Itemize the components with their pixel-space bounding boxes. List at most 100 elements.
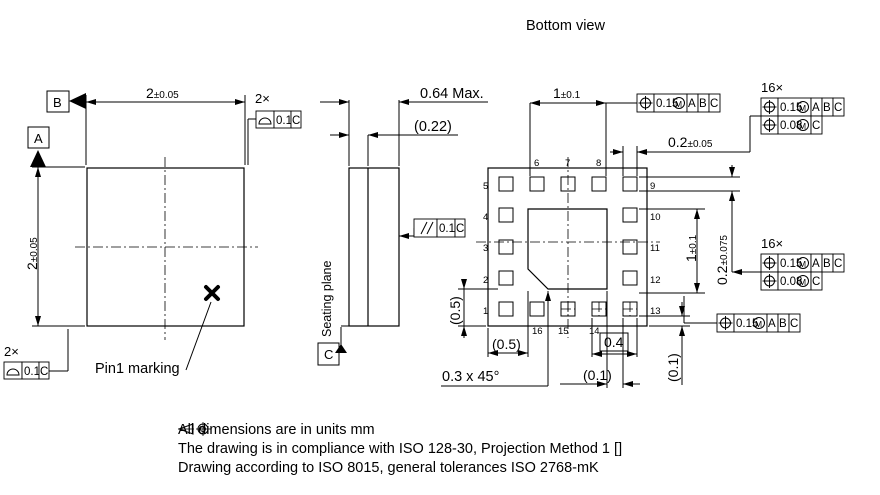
position-icon (638, 96, 653, 110)
svg-text:M: M (799, 277, 806, 287)
datum-ref: C (812, 276, 820, 288)
datum-ref: B (823, 102, 831, 114)
profile-surface-icon (6, 368, 20, 376)
pin-number: 7 (565, 158, 570, 169)
svg-text:M: M (799, 103, 806, 113)
ref-thickness-label: (0.22) (414, 119, 452, 135)
note-tolerances: Drawing according to ISO 8015, general t… (178, 460, 599, 476)
datum-ref: A (688, 98, 696, 110)
top-view: Pin1 marking B 2±0.05 2× 0.1 C A 2±0.05 … (3, 85, 302, 380)
pin-number: 10 (650, 212, 661, 223)
datum-ref: C (812, 120, 820, 132)
fcf-upper-row2-value: 0.08 (780, 120, 802, 132)
package-outline-side (348, 167, 400, 327)
basic-dim-box (599, 332, 629, 352)
dim-bottom-left: (0.5) (492, 336, 521, 352)
pitch-top-dimension: 1±0.1 (553, 85, 581, 101)
dim-bottom-mid: (0.1) (583, 367, 612, 383)
exposed-pad (527, 208, 608, 290)
pin-number: 11 (650, 243, 660, 254)
svg-text:M: M (799, 259, 806, 269)
dim-left-vertical: (0.5) (447, 296, 463, 325)
count-bottom-label: 2× (4, 344, 19, 359)
flatness-value-bottom: 0.1 (24, 366, 40, 378)
pin-number: 2 (483, 275, 488, 286)
pos-tol-bottom-value: 0.15 (736, 318, 758, 330)
datum-ref: A (768, 318, 776, 330)
pin-numbers: 1 2 3 4 5 6 7 8 9 10 11 12 13 14 15 16 (483, 158, 661, 337)
flatness-datum-bottom: C (40, 366, 48, 378)
projection-method-icon (178, 422, 211, 436)
drawing-notes: All dimensions are in units mm The drawi… (178, 421, 622, 478)
pad (622, 207, 638, 223)
pad (591, 176, 607, 192)
mmc-symbol: M (675, 99, 682, 109)
pin1-label: Pin1 marking (95, 361, 180, 377)
dim-pitch-box: 0.4 (604, 334, 624, 350)
seating-plane-label: Seating plane (320, 260, 334, 337)
pin-number: 16 (532, 326, 543, 337)
fcf-lower-row1-value: 0.15 (780, 258, 802, 270)
count-16-lower: 16× (761, 236, 783, 251)
datum-a-box (27, 126, 50, 149)
pin1-marker-icon (204, 285, 220, 301)
pin-number: 13 (650, 306, 661, 317)
datum-a-letter: A (34, 131, 43, 146)
parallelism-value: 0.1 (439, 223, 455, 235)
note-projection: The drawing is in compliance with ISO 12… (178, 422, 622, 459)
pin-number: 1 (483, 306, 488, 317)
datum-ref: B (823, 258, 831, 270)
view-title: Bottom view (526, 18, 605, 34)
fcf-upper-row1-value: 0.15 (780, 102, 802, 114)
pos-tol-top-value: 0.15 (656, 98, 678, 110)
flatness-datum-top: C (292, 115, 300, 127)
datum-b-box (46, 90, 70, 113)
parallelism-icon (420, 221, 434, 235)
dim-bottom-right-vertical: (0.1) (665, 353, 681, 382)
pad (622, 239, 638, 255)
datum-ref: C (834, 102, 842, 114)
pad (560, 176, 576, 192)
package-outline-bottom (487, 167, 648, 327)
side-view: 0.64 Max. (0.22) 0.1 C C Seating plane (317, 86, 488, 366)
pin-number: 8 (596, 158, 601, 169)
fcf-lower-row2-value: 0.08 (780, 276, 802, 288)
flatness-value-top: 0.1 (276, 115, 292, 127)
datum-a-triangle (30, 150, 46, 167)
parallelism-datum: C (456, 223, 464, 235)
pad (622, 270, 638, 286)
pin-number: 12 (650, 275, 661, 286)
datum-ref: C (834, 258, 842, 270)
max-height-label: 0.64 Max. (420, 86, 484, 102)
pad (529, 301, 545, 317)
pad (529, 176, 545, 192)
count-top-label: 2× (255, 91, 270, 106)
pin-number: 14 (589, 326, 600, 337)
note-units: All dimensions are in units mm (178, 422, 375, 438)
pin-number: 6 (534, 158, 539, 169)
datum-ref: B (779, 318, 787, 330)
datum-ref: C (790, 318, 798, 330)
pin-number: 3 (483, 243, 488, 254)
height-dimension: 2±0.05 (24, 237, 40, 270)
right-pitch-dimension: 1±0.1 (683, 234, 699, 262)
svg-text:M: M (799, 121, 806, 131)
width-dimension: 2±0.05 (146, 85, 179, 101)
pin-number: 4 (483, 212, 488, 223)
count-16-upper: 16× (761, 80, 783, 95)
pad (498, 239, 514, 255)
datum-b-letter: B (53, 95, 62, 110)
datum-ref: A (812, 102, 820, 114)
pin-number: 5 (483, 181, 488, 192)
datum-c-box (317, 342, 340, 366)
pad-offset-dimension: 0.2±0.075 (714, 235, 730, 285)
pad-width-dimension: 0.2±0.05 (668, 134, 713, 150)
pad (498, 270, 514, 286)
chamfer-label: 0.3 x 45° (442, 369, 499, 385)
profile-surface-icon (258, 117, 272, 125)
pad-array (498, 176, 638, 317)
datum-c-triangle (335, 344, 347, 353)
pad (498, 207, 514, 223)
